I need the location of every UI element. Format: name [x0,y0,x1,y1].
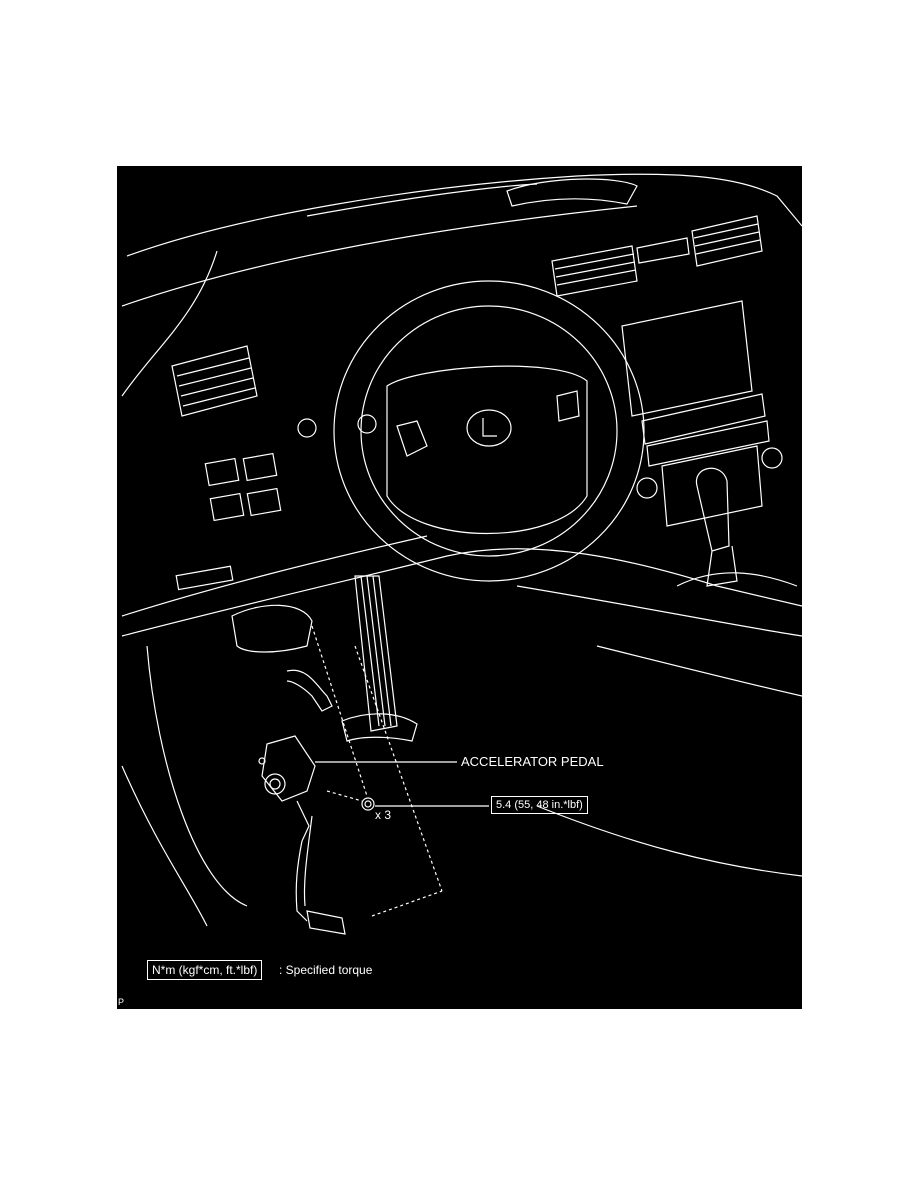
illustration-panel: ACCELERATOR PEDAL 5.4 (55, 48 in.*lbf) x… [117,166,802,1009]
accelerator-pedal-callout: ACCELERATOR PEDAL [461,754,604,769]
steering-wheel [333,280,645,582]
center-air-vents [551,215,763,297]
dashboard-top-outline [126,173,802,257]
left-knob [636,477,658,499]
windshield-defroster-slot [506,178,638,207]
dashboard-crease [121,205,638,307]
phantom-lines [311,625,443,917]
interior-line-drawing [121,173,802,935]
legend-units-box: N*m (kgf*cm, ft.*lbf) [147,960,263,980]
mounting-nut-icon [361,797,375,811]
defroster-strip [306,183,538,217]
wire-harness [286,669,333,712]
fastener-quantity: x 3 [375,808,392,822]
corner-code: P [118,997,125,1007]
left-air-vent [171,345,258,417]
legend-description: : Specified torque [279,963,373,977]
climate-panel [661,445,763,527]
brake-pedal-pad [231,604,313,653]
steering-logo [466,409,512,447]
center-display [621,300,753,417]
left-switch-cluster [175,452,282,591]
floor-edge [146,645,248,907]
steering-column [341,575,418,742]
torque-spec-box: 5.4 (55, 48 in.*lbf) [491,796,588,814]
right-knob [761,447,783,469]
left-dash-edge [121,250,218,397]
shift-lever [676,467,798,587]
accelerator-pedal-assembly [258,735,346,935]
lower-dash-edge [121,548,802,637]
